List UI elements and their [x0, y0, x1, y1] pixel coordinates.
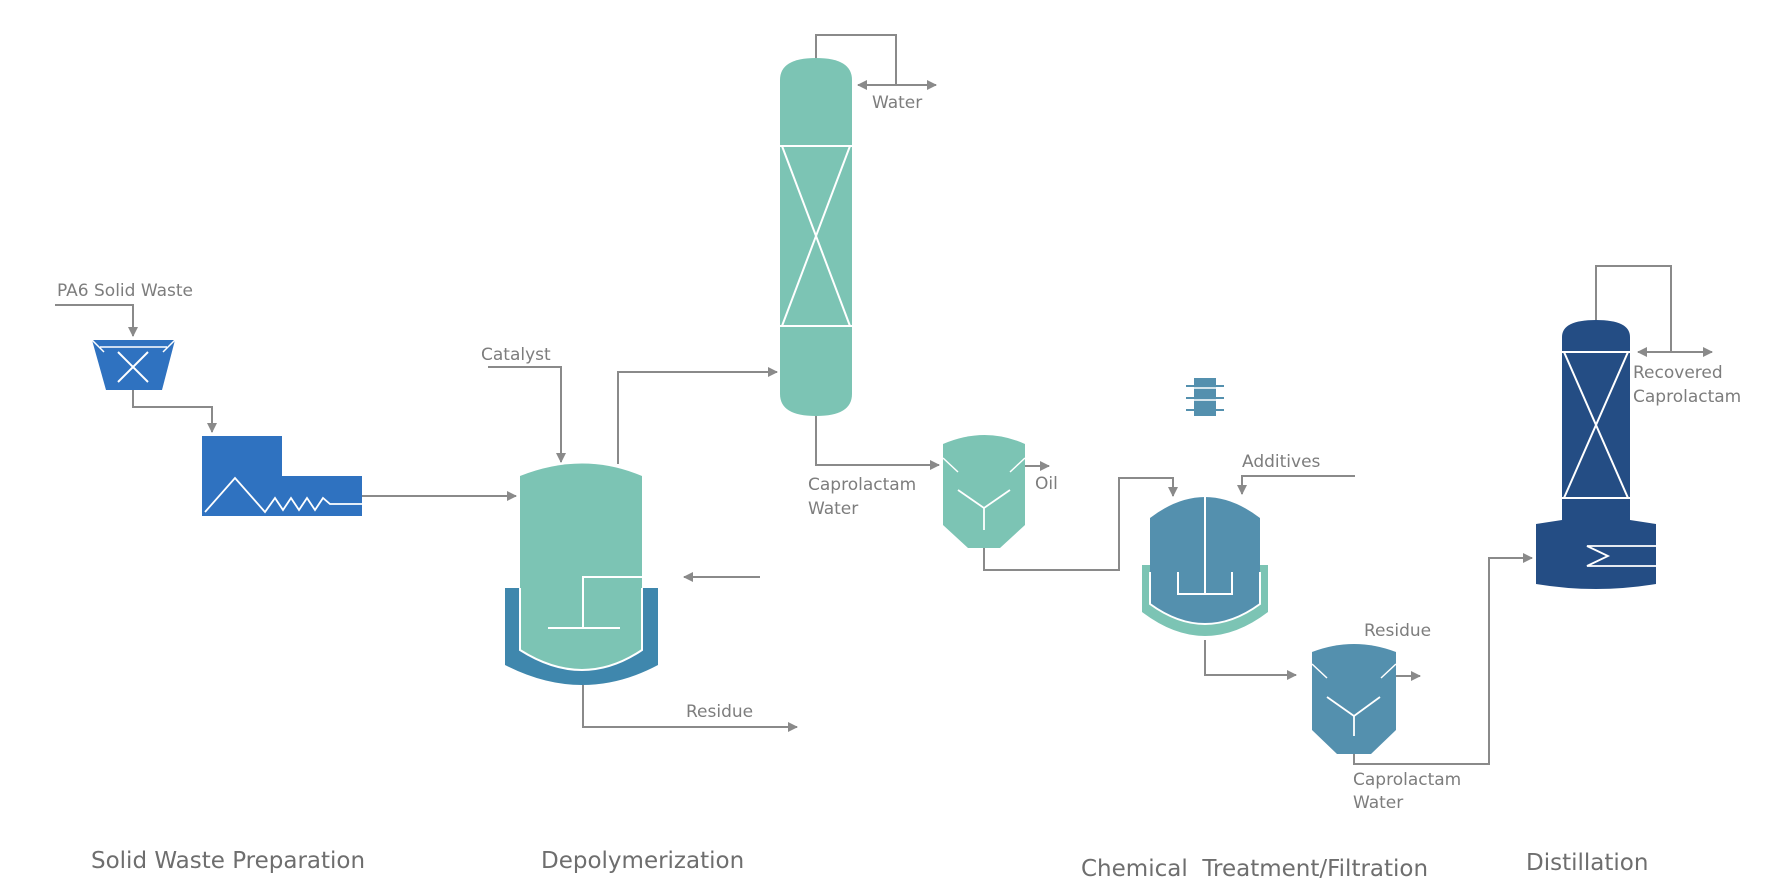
oil-label: Oil [1035, 474, 1058, 494]
stage-label-depolymerization: Depolymerization [541, 848, 744, 874]
reactor-to-column-line [617, 367, 778, 464]
recovered-label: Recovered [1633, 363, 1723, 383]
separator-2-to-column-2-line [1353, 553, 1533, 765]
hopper-to-extruder-line [132, 390, 217, 433]
separator-2 [1311, 644, 1397, 754]
caprolactam-label-2: Caprolactam [1353, 770, 1461, 790]
column-1-overhead-line [815, 34, 897, 90]
catalyst-line [488, 366, 566, 463]
water-label-1: Water [808, 499, 858, 519]
residue-1-line [582, 685, 798, 732]
catalyst-label: Catalyst [481, 345, 551, 365]
mixer-to-separator-2-line [1204, 640, 1297, 680]
stage-label-distillation: Distillation [1526, 850, 1648, 876]
pa6-solid-waste-label: PA6 Solid Waste [57, 281, 193, 301]
additives-line [1237, 475, 1355, 495]
feed-hopper [91, 339, 176, 390]
feed-line-in [55, 304, 138, 337]
distillation-column-2 [1536, 320, 1676, 589]
treatment-mixer-vessel [1142, 418, 1268, 636]
caprolactam-label-3: Caprolactam [1633, 387, 1741, 407]
separator-1-to-mixer-line [983, 477, 1178, 571]
additives-label: Additives [1242, 452, 1321, 472]
caprolactam-label-1: Caprolactam [808, 475, 916, 495]
separator-1 [942, 435, 1026, 548]
residue-label-1: Residue [686, 702, 753, 722]
stage-label-solid-waste-preparation: Solid Waste Preparation [91, 848, 365, 874]
agitator-motor [1186, 378, 1224, 416]
water-label-2: Water [1353, 793, 1403, 813]
stage-label-chemical-treatment: Chemical Treatment/Filtration [1081, 856, 1428, 882]
residue-label-2: Residue [1364, 621, 1431, 641]
column-2-overhead-line [1595, 265, 1672, 357]
column-1-bottom-line [815, 416, 940, 470]
water-label: Water [872, 93, 922, 113]
depolymerization-reactor [505, 463, 658, 685]
distillation-column-1 [780, 58, 852, 416]
shredder-extruder [202, 436, 362, 516]
